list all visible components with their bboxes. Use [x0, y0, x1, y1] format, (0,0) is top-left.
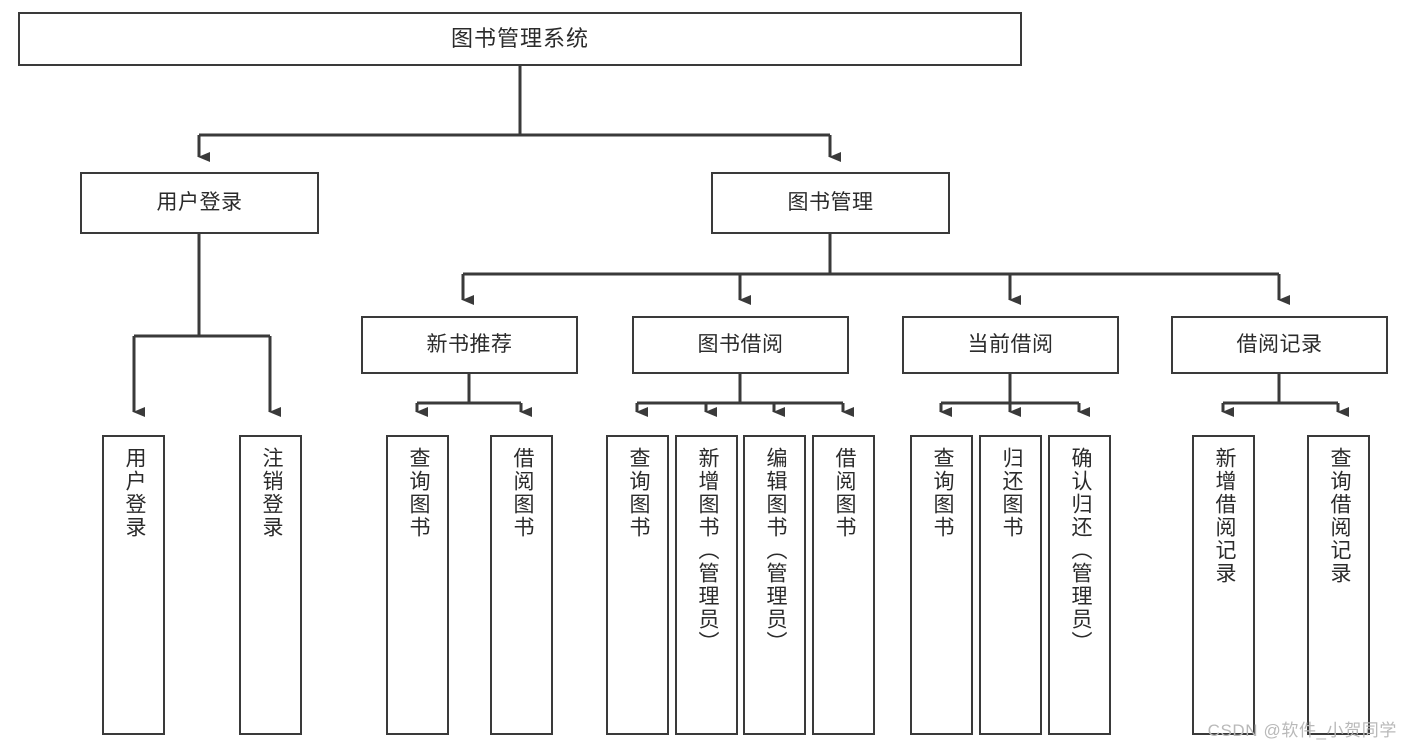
node-leaf-query-book-1[interactable]: 查询图书 — [386, 435, 449, 735]
node-leaf-return-book-label: 归还图书 — [999, 447, 1023, 539]
node-leaf-query-book-1-label: 查询图书 — [406, 447, 430, 539]
node-leaf-add-book[interactable]: 新增图书（管理员） — [675, 435, 738, 735]
node-new-book-recommend[interactable]: 新书推荐 — [361, 316, 578, 374]
node-leaf-borrow-book-1[interactable]: 借阅图书 — [490, 435, 553, 735]
node-book-borrow-label: 图书借阅 — [697, 332, 784, 356]
node-leaf-add-book-label: 新增图书（管理员） — [695, 447, 719, 654]
node-leaf-user-logout-label: 注销登录 — [259, 447, 283, 539]
node-leaf-edit-book-label: 编辑图书（管理员） — [763, 447, 787, 654]
node-leaf-query-book-2[interactable]: 查询图书 — [606, 435, 669, 735]
node-leaf-user-logout[interactable]: 注销登录 — [239, 435, 302, 735]
node-new-book-recommend-label: 新书推荐 — [426, 332, 513, 356]
node-borrow-record-label: 借阅记录 — [1236, 332, 1323, 356]
node-book-borrow[interactable]: 图书借阅 — [632, 316, 849, 374]
node-leaf-query-book-2-label: 查询图书 — [626, 447, 650, 539]
node-leaf-borrow-book-2-label: 借阅图书 — [832, 447, 856, 539]
node-leaf-add-record-label: 新增借阅记录 — [1212, 447, 1236, 585]
node-user-login-label: 用户登录 — [156, 190, 243, 214]
node-leaf-borrow-book-2[interactable]: 借阅图书 — [812, 435, 875, 735]
node-leaf-confirm-return-label: 确认归还（管理员） — [1068, 447, 1092, 654]
node-leaf-add-record[interactable]: 新增借阅记录 — [1192, 435, 1255, 735]
node-leaf-return-book[interactable]: 归还图书 — [979, 435, 1042, 735]
node-book-manage-label: 图书管理 — [787, 190, 874, 214]
csdn-watermark: CSDN @软件_小贺同学 — [1207, 721, 1397, 740]
node-current-borrow[interactable]: 当前借阅 — [902, 316, 1119, 374]
node-leaf-edit-book[interactable]: 编辑图书（管理员） — [743, 435, 806, 735]
node-leaf-query-book-3[interactable]: 查询图书 — [910, 435, 973, 735]
node-leaf-user-login[interactable]: 用户登录 — [102, 435, 165, 735]
node-leaf-borrow-book-1-label: 借阅图书 — [510, 447, 534, 539]
node-root-label: 图书管理系统 — [450, 26, 589, 52]
node-leaf-query-book-3-label: 查询图书 — [930, 447, 954, 539]
node-user-login[interactable]: 用户登录 — [80, 172, 319, 234]
node-root[interactable]: 图书管理系统 — [18, 12, 1022, 66]
node-borrow-record[interactable]: 借阅记录 — [1171, 316, 1388, 374]
node-current-borrow-label: 当前借阅 — [967, 332, 1054, 356]
node-leaf-query-record[interactable]: 查询借阅记录 — [1307, 435, 1370, 735]
node-leaf-query-record-label: 查询借阅记录 — [1327, 447, 1351, 585]
node-book-manage[interactable]: 图书管理 — [711, 172, 950, 234]
node-leaf-user-login-label: 用户登录 — [122, 447, 146, 539]
node-leaf-confirm-return[interactable]: 确认归还（管理员） — [1048, 435, 1111, 735]
